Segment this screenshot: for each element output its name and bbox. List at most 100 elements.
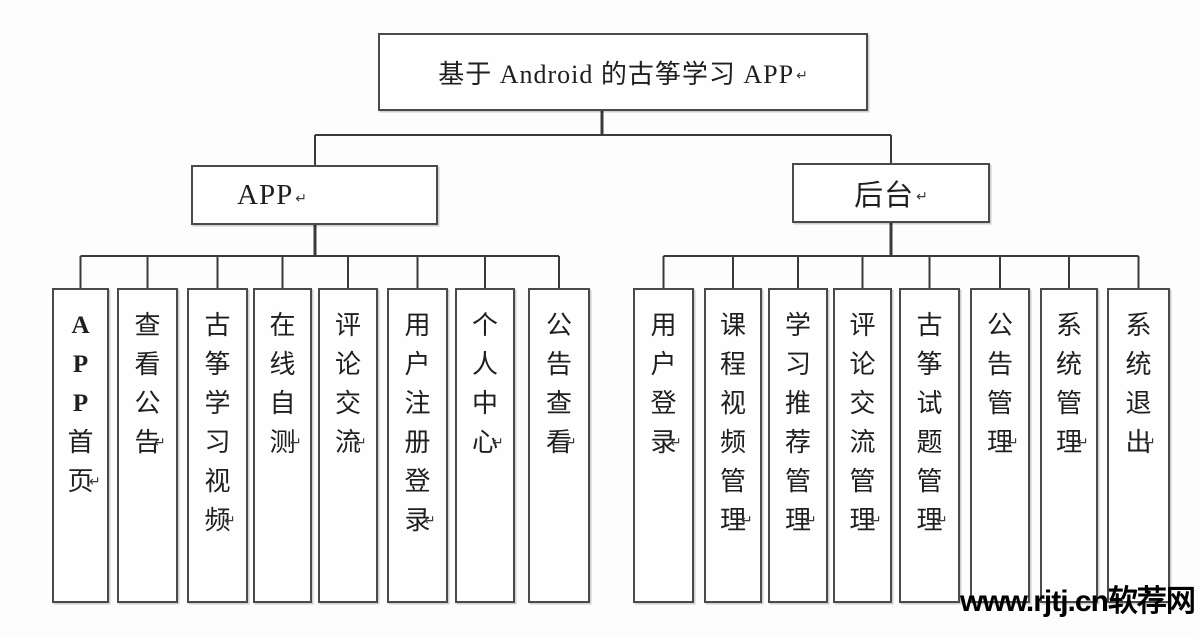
leaf-node-char: 册 <box>404 428 431 457</box>
leaf-node-app-4: 在线自测↵ <box>253 288 312 603</box>
leaf-node-char: 系 <box>1125 311 1152 340</box>
paragraph-mark: ↵ <box>290 435 302 451</box>
leaf-node-char: 理 <box>986 428 1013 457</box>
leaf-node-char: 理 <box>784 506 811 535</box>
leaf-node-admin-6: 公告管理↵ <box>970 288 1030 603</box>
paragraph-mark: ↵ <box>870 513 882 529</box>
leaf-node-char: 中 <box>471 389 498 418</box>
leaf-node-char: 户 <box>650 350 677 379</box>
leaf-node-char: 看 <box>134 350 161 379</box>
leaf-node-admin-8: 系统退出↵ <box>1107 288 1170 603</box>
leaf-node-char: 出 <box>1125 428 1152 457</box>
paragraph-mark: ↵ <box>154 435 166 451</box>
leaf-node-char: 程 <box>719 350 746 379</box>
leaf-node-char: 登 <box>650 389 677 418</box>
leaf-node-char: 习 <box>784 350 811 379</box>
leaf-node-char: 录 <box>404 506 431 535</box>
leaf-node-app-6: 用户注册登录↵ <box>387 288 448 603</box>
leaf-node-char: 频 <box>204 506 231 535</box>
paragraph-mark: ↵ <box>89 474 101 490</box>
leaf-node-char: 交 <box>849 389 876 418</box>
leaf-node-char: 题 <box>916 428 943 457</box>
leaf-node-admin-2: 课程视频管理↵ <box>704 288 762 603</box>
paragraph-mark: ↵ <box>936 513 948 529</box>
branch-app-label: APP <box>237 178 294 211</box>
leaf-node-char: 古 <box>916 311 943 340</box>
leaf-node-char: 评 <box>334 311 361 340</box>
leaf-node-char: 用 <box>650 311 677 340</box>
leaf-node-char: 告 <box>986 350 1013 379</box>
leaf-node-char: 注 <box>404 389 431 418</box>
leaf-node-char: 论 <box>849 350 876 379</box>
leaf-node-char: 线 <box>269 350 296 379</box>
watermark: www.rjtj.cn软荐网 <box>960 585 1196 618</box>
paragraph-mark: ↵ <box>741 513 753 529</box>
leaf-node-char: 学 <box>784 311 811 340</box>
paragraph-mark: ↵ <box>565 435 577 451</box>
paragraph-mark: ↵ <box>355 435 367 451</box>
leaf-node-char: 统 <box>1055 350 1082 379</box>
paragraph-mark: ↵ <box>492 435 504 451</box>
paragraph-mark: ↵ <box>670 435 682 451</box>
leaf-node-admin-5: 古筝试题管理↵ <box>899 288 960 603</box>
leaf-node-char: 用 <box>404 311 431 340</box>
leaf-node-app-2: 查看公告↵ <box>117 288 178 603</box>
leaf-node-admin-3: 学习推荐管理↵ <box>768 288 828 603</box>
leaf-node-char: 公 <box>134 389 161 418</box>
leaf-node-char: 理 <box>719 506 746 535</box>
leaf-node-char: 古 <box>204 311 231 340</box>
leaf-node-char: P <box>72 390 89 417</box>
leaf-node-char: 理 <box>1055 428 1082 457</box>
leaf-node-char: P <box>72 351 89 378</box>
paragraph-mark: ↵ <box>295 191 307 207</box>
paragraph-mark: ↵ <box>805 513 817 529</box>
leaf-node-char: 统 <box>1125 350 1152 379</box>
paragraph-mark: ↵ <box>916 189 928 205</box>
leaf-node-char: 告 <box>545 350 572 379</box>
leaf-node-char: 频 <box>719 428 746 457</box>
leaf-node-char: 查 <box>134 311 161 340</box>
leaf-node-char: 论 <box>334 350 361 379</box>
leaf-node-char: 管 <box>916 467 943 496</box>
leaf-node-app-7: 个人中心↵ <box>455 288 515 603</box>
leaf-node-char: 首 <box>67 428 94 457</box>
root-node: 基于 Android 的古筝学习 APP ↵ <box>378 33 868 111</box>
leaf-node-char: 在 <box>269 311 296 340</box>
leaf-node-char: 理 <box>916 506 943 535</box>
branch-admin-label: 后台 <box>854 180 915 212</box>
paragraph-mark: ↵ <box>796 68 808 84</box>
leaf-node-char: 习 <box>204 428 231 457</box>
leaf-node-char: 自 <box>269 389 296 418</box>
leaf-node-char: 管 <box>719 467 746 496</box>
leaf-node-app-5: 评论交流↵ <box>318 288 378 603</box>
paragraph-mark: ↵ <box>224 513 236 529</box>
leaf-node-char: 管 <box>784 467 811 496</box>
leaf-node-admin-1: 用户登录↵ <box>633 288 694 603</box>
paragraph-mark: ↵ <box>1007 435 1019 451</box>
leaf-node-char: 学 <box>204 389 231 418</box>
paragraph-mark: ↵ <box>1077 435 1089 451</box>
leaf-node-char: 查 <box>545 389 572 418</box>
leaf-node-admin-4: 评论交流管理↵ <box>833 288 892 603</box>
leaf-node-char: 流 <box>334 428 361 457</box>
leaf-node-char: 管 <box>1055 389 1082 418</box>
leaf-node-char: 流 <box>849 428 876 457</box>
leaf-node-char: 课 <box>719 311 746 340</box>
branch-node-app: APP ↵ <box>191 165 438 225</box>
leaf-node-char: 录 <box>650 428 677 457</box>
leaf-node-char: 筝 <box>204 350 231 379</box>
leaf-node-app-8: 公告查看↵ <box>528 288 590 603</box>
leaf-node-char: 交 <box>334 389 361 418</box>
leaf-node-char: 推 <box>784 389 811 418</box>
leaf-node-char: 试 <box>916 389 943 418</box>
leaf-node-char: 公 <box>545 311 572 340</box>
leaf-node-char: 理 <box>849 506 876 535</box>
leaf-node-char: 管 <box>986 389 1013 418</box>
leaf-node-char: 测 <box>269 428 296 457</box>
leaf-node-char: 视 <box>719 389 746 418</box>
paragraph-mark: ↵ <box>1144 435 1156 451</box>
leaf-node-char: 页 <box>67 467 94 496</box>
